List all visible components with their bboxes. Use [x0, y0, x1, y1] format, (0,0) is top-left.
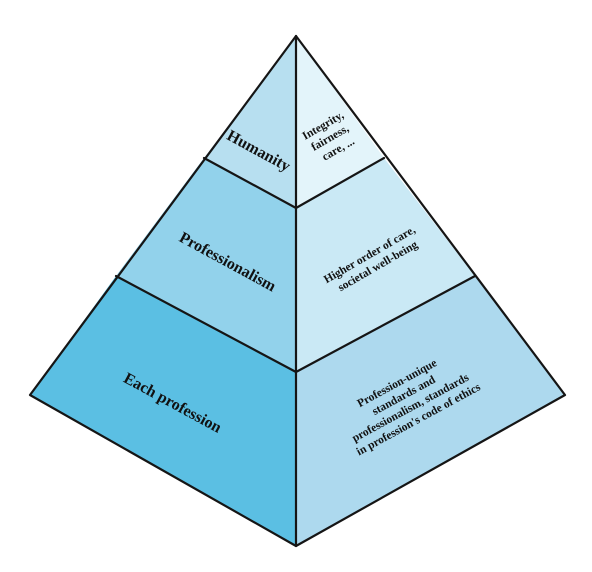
- humanity-right-face: [296, 36, 384, 208]
- professionalism-left-face: [116, 158, 296, 372]
- band-line-lower: [114, 274, 477, 374]
- each-profession-left-face: [30, 276, 296, 546]
- band-line-upper: [202, 156, 386, 210]
- professionalism-right-face: [296, 158, 475, 372]
- humanity-left-face: [204, 36, 296, 208]
- each-profession-right-face: [296, 276, 565, 546]
